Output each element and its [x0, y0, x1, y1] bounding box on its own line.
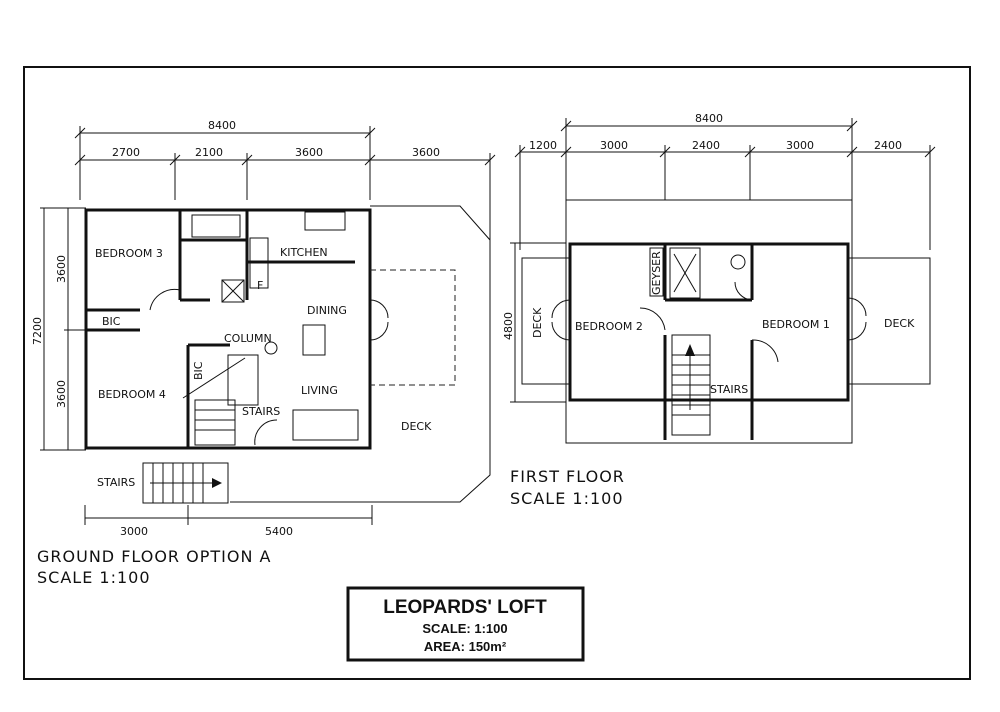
first-label-bedroom1: BEDROOM 1 — [762, 318, 830, 331]
first-dim-overall: 8400 — [695, 112, 723, 125]
ground-left-dimensions: 7200 3600 3600 — [31, 207, 86, 451]
first-label-bedroom2: BEDROOM 2 — [575, 320, 643, 333]
ground-dim-bottom-1: 3000 — [120, 525, 148, 538]
ground-dim-overall: 8400 — [208, 119, 236, 132]
ground-dim-top-3: 3600 — [295, 146, 323, 159]
ground-dim-left-overall: 7200 — [31, 317, 44, 345]
first-dim-left-ext: 1200 — [529, 139, 557, 152]
ground-dim-left-lower: 3600 — [55, 380, 68, 408]
first-dim-top-2: 2400 — [692, 139, 720, 152]
ground-label-bic-lower: BIC — [192, 361, 205, 380]
ground-label-kitchen: KITCHEN — [280, 246, 328, 259]
ground-label-fridge: F — [257, 279, 263, 292]
title-block-area: AREA: 150m² — [424, 639, 507, 654]
ground-label-living: LIVING — [301, 384, 338, 397]
ground-dim-top-1: 2700 — [112, 146, 140, 159]
ground-caption-scale: SCALE 1:100 — [37, 568, 151, 587]
ground-dim-bottom-2: 5400 — [265, 525, 293, 538]
title-block-name: LEOPARDS' LOFT — [383, 597, 547, 618]
ground-label-bedroom3: BEDROOM 3 — [95, 247, 163, 260]
first-dim-right-ext: 2400 — [874, 139, 902, 152]
ground-dim-deck: 3600 — [412, 146, 440, 159]
title-block-scale: SCALE: 1:100 — [422, 621, 507, 636]
first-dim-top-3: 3000 — [786, 139, 814, 152]
ground-exterior-walls — [84, 208, 372, 450]
ground-inner-stairs — [182, 357, 246, 446]
ground-bottom-dimensions: 3000 5400 — [84, 505, 373, 538]
sheet-border — [23, 66, 971, 680]
first-roof-outline — [565, 199, 853, 444]
ground-top-dimensions: 8400 2700 2100 3600 3600 — [74, 119, 496, 240]
first-label-deck-right: DECK — [884, 317, 915, 330]
title-block: LEOPARDS' LOFT SCALE: 1:100 AREA: 150m² — [346, 586, 585, 662]
ground-label-bic-upper: BIC — [102, 315, 121, 328]
ground-outer-stairs — [142, 462, 229, 504]
ground-interior-walls — [86, 210, 359, 448]
ground-floor-plan: 8400 2700 2100 3600 3600 7200 3600 3600 … — [31, 119, 496, 587]
first-dim-top-1: 3000 — [600, 139, 628, 152]
first-label-deck-left: DECK — [531, 307, 544, 338]
ground-label-dining: DINING — [307, 304, 347, 317]
ground-caption-title: GROUND FLOOR OPTION A — [37, 547, 271, 566]
first-label-stairs: STAIRS — [710, 383, 748, 396]
ground-label-stairs-outer: STAIRS — [97, 476, 135, 489]
first-top-dimensions: 8400 1200 3000 2400 3000 2400 — [514, 112, 936, 250]
first-caption-title: FIRST FLOOR — [510, 467, 625, 486]
ground-label-bedroom4: BEDROOM 4 — [98, 388, 166, 401]
first-caption-scale: SCALE 1:100 — [510, 489, 624, 508]
ground-dim-left-upper: 3600 — [55, 255, 68, 283]
first-floor-plan: 8400 1200 3000 2400 3000 2400 4800 — [502, 112, 936, 508]
first-decks — [521, 257, 931, 385]
first-left-dimensions: 4800 — [502, 242, 566, 403]
first-interior-walls — [639, 244, 779, 440]
ground-label-stairs-inner: STAIRS — [242, 405, 280, 418]
ground-deck — [230, 205, 491, 503]
first-dim-left-height: 4800 — [502, 312, 515, 340]
ground-label-deck: DECK — [401, 420, 432, 433]
first-label-geyser: GEYSER — [650, 251, 663, 295]
first-stairs — [671, 334, 711, 436]
ground-label-column: COLUMN — [224, 332, 272, 345]
ground-dim-top-2: 2100 — [195, 146, 223, 159]
